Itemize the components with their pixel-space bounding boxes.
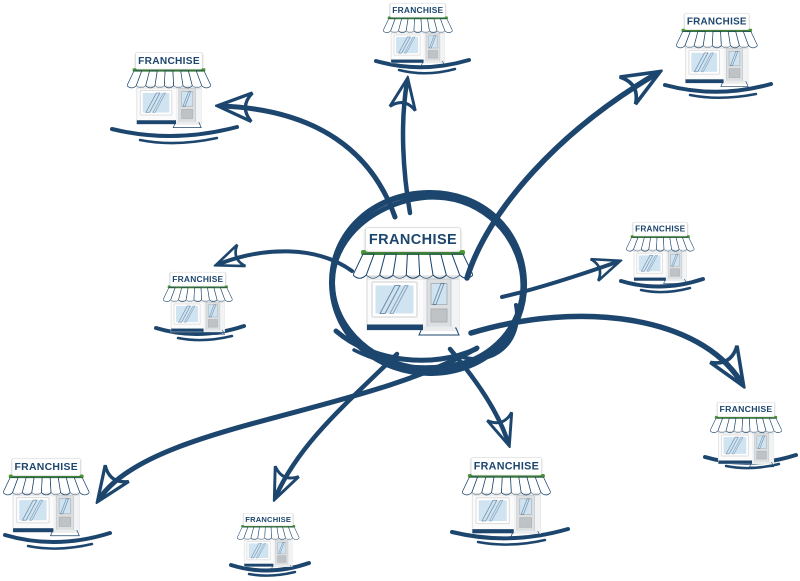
store-bottom-left: FRANCHISE xyxy=(3,458,89,539)
network-arrows xyxy=(100,74,741,498)
swoosh-bottom-center-left xyxy=(229,561,311,573)
hub-scribble-ring xyxy=(328,189,528,377)
store-mid-right: FRANCHISE xyxy=(626,222,694,286)
arrow-hub-to-top-center xyxy=(403,82,410,216)
swoosh-bottom-center-left-echo xyxy=(247,570,297,577)
store-hub-sign: FRANCHISE xyxy=(365,227,461,252)
storefront-icon xyxy=(127,68,211,131)
storefront-icon xyxy=(626,235,694,286)
store-mid-left-sign-label: FRANCHISE xyxy=(172,274,224,284)
swoosh-top-center xyxy=(374,58,471,70)
store-bottom-center-right: FRANCHISE xyxy=(462,457,551,541)
store-right: FRANCHISE xyxy=(710,402,782,470)
arrow-hub-to-bottom-left xyxy=(100,345,480,498)
store-top-right-sign-label: FRANCHISE xyxy=(686,16,747,27)
store-bottom-left-sign: FRANCHISE xyxy=(11,458,81,476)
swoosh-mid-right-echo xyxy=(639,286,692,294)
swoosh-bottom-center-right-echo xyxy=(476,538,547,546)
store-bottom-left-sign-label: FRANCHISE xyxy=(14,461,78,473)
swoosh-top-right-echo xyxy=(688,92,758,100)
swoosh-top-left-echo xyxy=(138,136,219,145)
store-mid-right-sign: FRANCHISE xyxy=(632,222,688,237)
arrow-hub-to-mid-right xyxy=(500,262,617,299)
arrow-hub-to-top-left xyxy=(222,106,398,220)
arrow-hub-to-mid-left xyxy=(219,251,354,273)
store-bottom-center-left-sign: FRANCHISE xyxy=(243,513,294,526)
storefront-icon xyxy=(3,475,89,540)
storefront-icon xyxy=(353,250,473,340)
store-top-center-sign-label: FRANCHISE xyxy=(392,5,444,15)
storefront-icon xyxy=(676,29,758,90)
hub-scribble-stroke-5 xyxy=(460,303,519,361)
swoosh-bottom-center-right xyxy=(450,527,570,541)
arrow-hub-to-bottom-center-left xyxy=(276,351,400,496)
swoosh-top-center-echo xyxy=(397,67,457,75)
store-top-left-sign-label: FRANCHISE xyxy=(138,55,200,67)
store-mid-left: FRANCHISE xyxy=(163,272,233,338)
store-bottom-center-left-sign-label: FRANCHISE xyxy=(245,515,292,524)
store-right-sign: FRANCHISE xyxy=(717,402,775,417)
storefront-icon xyxy=(383,16,453,68)
store-hub-sign-label: FRANCHISE xyxy=(368,231,458,248)
swoosh-mid-right xyxy=(619,277,705,289)
swoosh-bottom-left xyxy=(3,531,112,545)
swoosh-top-right xyxy=(663,82,773,94)
storefront-icon xyxy=(710,416,782,470)
store-mid-right-sign-label: FRANCHISE xyxy=(635,224,686,234)
store-right-sign-label: FRANCHISE xyxy=(719,404,773,415)
storefront-icon xyxy=(237,525,299,572)
arrow-hub-to-top-right xyxy=(464,74,656,281)
swoosh-bottom-left-echo xyxy=(26,542,94,550)
store-mid-left-sign: FRANCHISE xyxy=(169,272,226,287)
swoosh-mid-left-echo xyxy=(176,334,234,342)
store-bottom-center-right-sign-label: FRANCHISE xyxy=(473,460,540,473)
storefront-icon xyxy=(163,285,233,337)
store-top-center: FRANCHISE xyxy=(383,3,453,69)
store-hub: FRANCHISE xyxy=(353,227,473,340)
ground-swooshes xyxy=(3,58,798,577)
swoosh-right-echo xyxy=(724,462,781,470)
store-top-right: FRANCHISE xyxy=(676,13,758,90)
store-top-right-sign: FRANCHISE xyxy=(684,13,750,30)
store-bottom-center-left: FRANCHISE xyxy=(237,513,299,572)
store-bottom-center-right-sign: FRANCHISE xyxy=(470,457,542,476)
swoosh-mid-left xyxy=(154,324,246,336)
store-top-center-sign: FRANCHISE xyxy=(389,3,446,18)
storefront-icon xyxy=(462,474,551,541)
store-top-left-sign: FRANCHISE xyxy=(135,52,203,70)
swoosh-top-left xyxy=(110,125,239,138)
store-top-left: FRANCHISE xyxy=(127,52,211,131)
arrow-hub-to-right xyxy=(468,313,741,382)
